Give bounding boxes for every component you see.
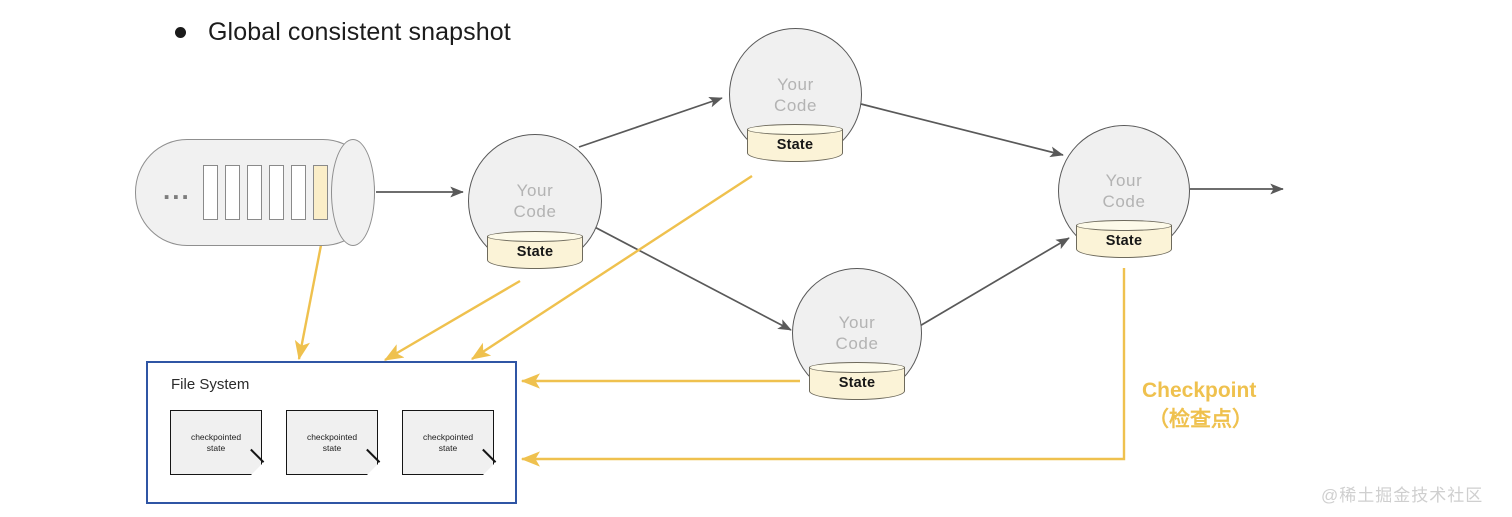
node-label: Your Code <box>773 74 818 115</box>
checkpointed-state-note: checkpointed state <box>170 410 265 476</box>
state-label: State <box>1105 233 1143 249</box>
file-system-box: File System checkpointed state checkpoin… <box>146 361 517 504</box>
bullet-dot-icon <box>175 27 186 38</box>
node-label: Your Code <box>1102 171 1146 211</box>
input-stream-cylinder: ... <box>135 139 375 246</box>
state-cylinder-top <box>1076 220 1172 231</box>
note-fold-corner-icon <box>249 462 263 476</box>
stream-record <box>269 165 284 220</box>
note-text: checkpointed state <box>422 431 474 453</box>
checkpoint-caption-zh: （检查点） <box>1148 408 1253 431</box>
note-fold-edge-icon <box>250 449 265 463</box>
note-fold-edge-icon <box>482 449 497 463</box>
cylinder-end-cap <box>331 139 375 246</box>
stream-record <box>247 165 262 220</box>
node-your-code-3: Your Code State <box>792 268 922 400</box>
edge-node3-to-node4 <box>917 237 1070 328</box>
node-your-code-2: Your Code State <box>729 28 862 162</box>
state-label: State <box>516 244 554 260</box>
node-label: Your Code <box>513 181 557 221</box>
state-store: State <box>809 362 905 400</box>
stream-record <box>203 165 218 220</box>
checkpoint-caption: Checkpoint （检查点） <box>1142 376 1256 434</box>
edge-node1-to-node3 <box>584 221 792 331</box>
file-system-title: File System <box>171 376 250 393</box>
edge-node2-to-node4 <box>860 103 1064 158</box>
state-label: State <box>838 375 876 391</box>
watermark: @稀土掘金技术社区 <box>1321 486 1484 505</box>
slide-bullet-text: Global consistent snapshot <box>208 18 511 46</box>
note-fold-corner-icon <box>365 462 379 476</box>
state-store: State <box>747 124 843 162</box>
stream-record-barrier <box>313 165 328 220</box>
note-fold-corner-icon <box>481 462 495 476</box>
stream-record <box>291 165 306 220</box>
node-your-code-1: Your Code State <box>468 134 602 269</box>
state-cylinder-top <box>487 231 583 242</box>
checkpointed-state-note: checkpointed state <box>402 410 497 476</box>
stream-record <box>225 165 240 220</box>
checkpoint-notes-list: checkpointed state checkpointed state ch… <box>170 410 497 476</box>
state-label: State <box>776 137 814 153</box>
stream-ellipsis: ... <box>163 175 191 205</box>
note-text: checkpointed state <box>190 431 242 453</box>
stream-records <box>203 165 328 220</box>
node-your-code-4: Your Code State <box>1058 125 1190 258</box>
checkpointed-state-note: checkpointed state <box>286 410 381 476</box>
gold-edge-source-to-fs <box>294 239 324 361</box>
state-cylinder-top <box>747 124 843 135</box>
slide-bullet: Global consistent snapshot <box>175 18 511 47</box>
note-fold-edge-icon <box>366 449 381 463</box>
state-store: State <box>1076 220 1172 258</box>
gold-edge-node1state-to-fs <box>383 279 521 362</box>
note-text: checkpointed state <box>306 431 358 453</box>
checkpoint-caption-en: Checkpoint <box>1142 379 1257 402</box>
state-cylinder-top <box>809 362 905 373</box>
node-label: Your Code <box>835 313 879 353</box>
state-store: State <box>487 231 583 269</box>
